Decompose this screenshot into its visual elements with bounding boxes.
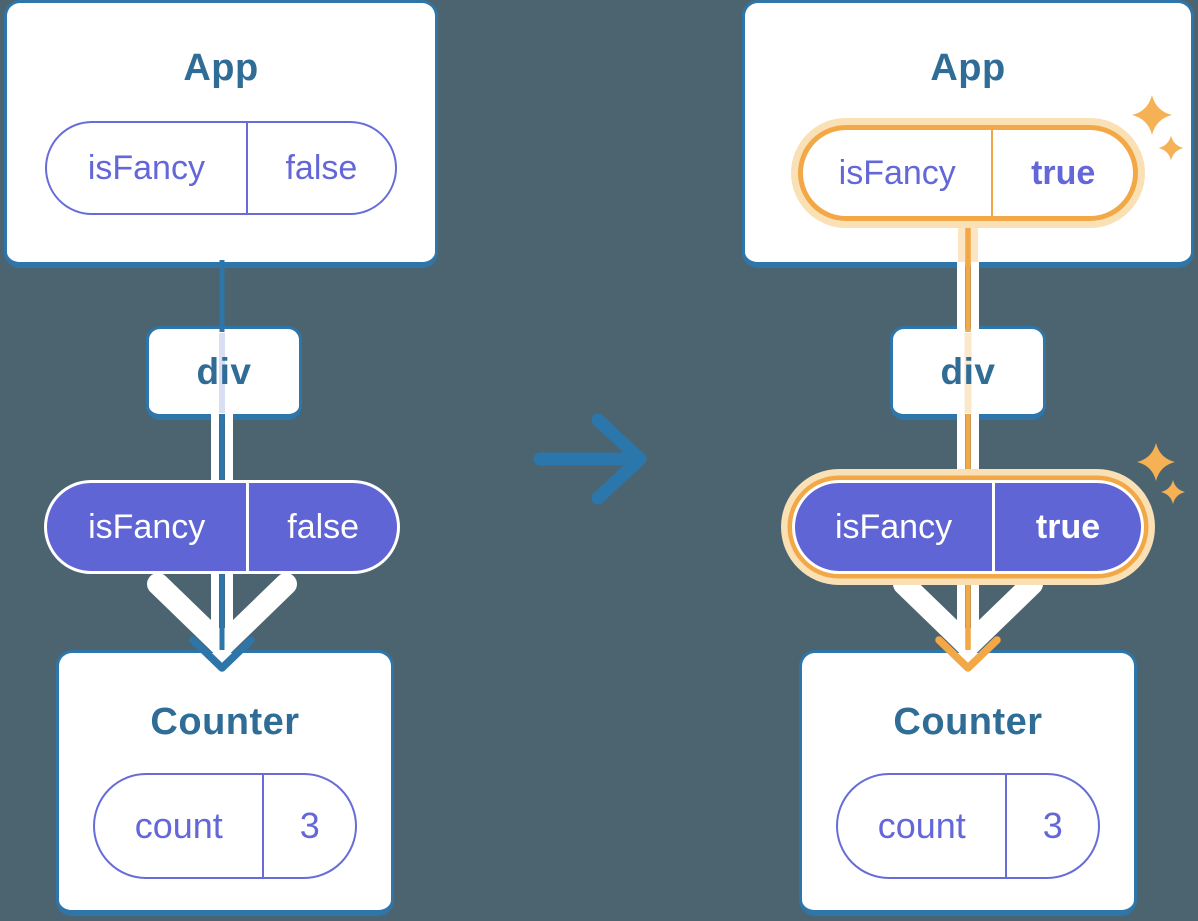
prop-pill-isfancy-false: isFancy false <box>44 480 400 574</box>
div-element-box-after: div <box>890 326 1046 420</box>
prop-chevron-arrow <box>147 573 297 657</box>
app-component-box-after: App isFancy true <box>742 0 1194 268</box>
state-key: count <box>95 775 265 877</box>
state-pill-count: count 3 <box>93 773 357 879</box>
prop-value: true <box>1035 507 1101 546</box>
sparkle-icon <box>1137 443 1175 481</box>
state-value: true <box>1031 153 1096 192</box>
app-component-box-before: App isFancy false <box>4 0 438 268</box>
state-key: isFancy <box>47 123 248 213</box>
prop-pill-isfancy-true-highlighted: isFancy true <box>792 480 1144 574</box>
prop-chevron-arrow <box>893 573 1043 657</box>
left-tree-connectors <box>147 260 297 672</box>
counter-component-box-before: Counter count 3 <box>56 650 394 916</box>
prop-value: false <box>287 507 360 546</box>
state-value: false <box>285 148 358 187</box>
component-title: Counter <box>893 701 1043 743</box>
div-element-box-before: div <box>146 326 302 420</box>
state-pill-isfancy-false: isFancy false <box>45 121 397 215</box>
state-key: count <box>838 775 1008 877</box>
state-key: isFancy <box>803 130 994 216</box>
state-pill-count: count 3 <box>836 773 1100 879</box>
component-title: App <box>183 47 259 89</box>
component-title: Counter <box>150 701 300 743</box>
sparkle-icon <box>1161 480 1185 504</box>
prop-key: isFancy <box>795 483 996 571</box>
transition-arrow-icon <box>533 413 647 505</box>
prop-key: isFancy <box>47 483 250 571</box>
element-label: div <box>940 350 996 392</box>
state-value: 3 <box>1042 805 1063 846</box>
element-label: div <box>196 350 252 392</box>
right-tree-connectors <box>893 222 1043 672</box>
state-pill-isfancy-true-highlighted: isFancy true <box>798 125 1138 221</box>
counter-component-box-after: Counter count 3 <box>799 650 1137 916</box>
state-value: 3 <box>299 805 320 846</box>
component-title: App <box>930 47 1006 89</box>
